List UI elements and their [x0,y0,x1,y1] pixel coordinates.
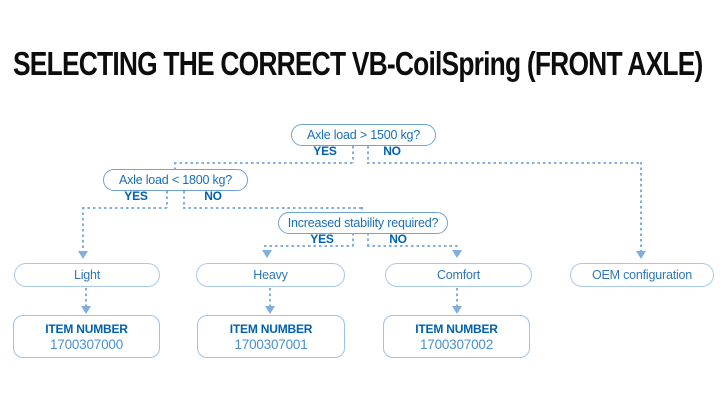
no-label: NO [383,144,401,158]
item-number-value: 1700307000 [49,336,124,352]
connector-dashed [367,146,369,163]
connector-dashed [82,207,167,209]
flow-arrow-down [78,251,88,259]
connector-dashed [174,162,176,169]
connector-dashed [166,191,168,208]
connector-dashed [456,288,458,306]
item-number-label: ITEM NUMBER [415,321,498,336]
connector-dashed [352,233,354,246]
yes-label: YES [313,144,337,158]
flow-arrow-down [452,306,462,314]
connector-dashed [82,207,84,251]
connector-dashed [183,207,362,209]
item-number-label: ITEM NUMBER [45,321,128,336]
connector-dashed [367,162,642,164]
connector-dashed [640,162,642,251]
flow-arrow-down [265,306,275,314]
flow-arrow-down [452,250,462,258]
decision-axle-load-1800: Axle load < 1800 kg? [103,169,248,191]
connector-dashed [269,288,271,306]
yes-label: YES [124,189,148,203]
connector-dashed [174,162,353,164]
connector-dashed [264,245,353,247]
decision-increased-stability: Increased stability required? [278,212,448,234]
outcome-heavy: Heavy [196,263,345,287]
outcome-comfort: Comfort [385,263,532,287]
flow-arrow-down [262,250,272,258]
item-number-box: ITEM NUMBER 1700307000 [13,315,160,358]
connector-dashed [367,233,369,246]
connector-dashed [361,207,363,213]
item-number-value: 1700307001 [234,336,308,352]
outcome-oem-configuration: OEM configuration [570,263,714,287]
outcome-light: Light [14,263,160,287]
item-number-label: ITEM NUMBER [229,321,313,336]
page-title: SELECTING THE CORRECT VB-CoilSpring (FRO… [13,45,703,82]
yes-label: YES [310,232,334,246]
item-number-value: 1700307002 [419,336,494,352]
item-number-box: ITEM NUMBER 1700307002 [383,315,530,358]
connector-dashed [352,146,354,163]
connector-dashed [85,288,87,306]
connector-dashed [367,245,458,247]
flow-arrow-down [636,251,646,259]
flow-arrow-down [81,306,91,314]
decision-axle-load-1500: Axle load > 1500 kg? [291,124,436,146]
item-number-box: ITEM NUMBER 1700307001 [197,315,345,358]
connector-dashed [183,191,185,208]
no-label: NO [204,189,222,203]
no-label: NO [389,232,407,246]
